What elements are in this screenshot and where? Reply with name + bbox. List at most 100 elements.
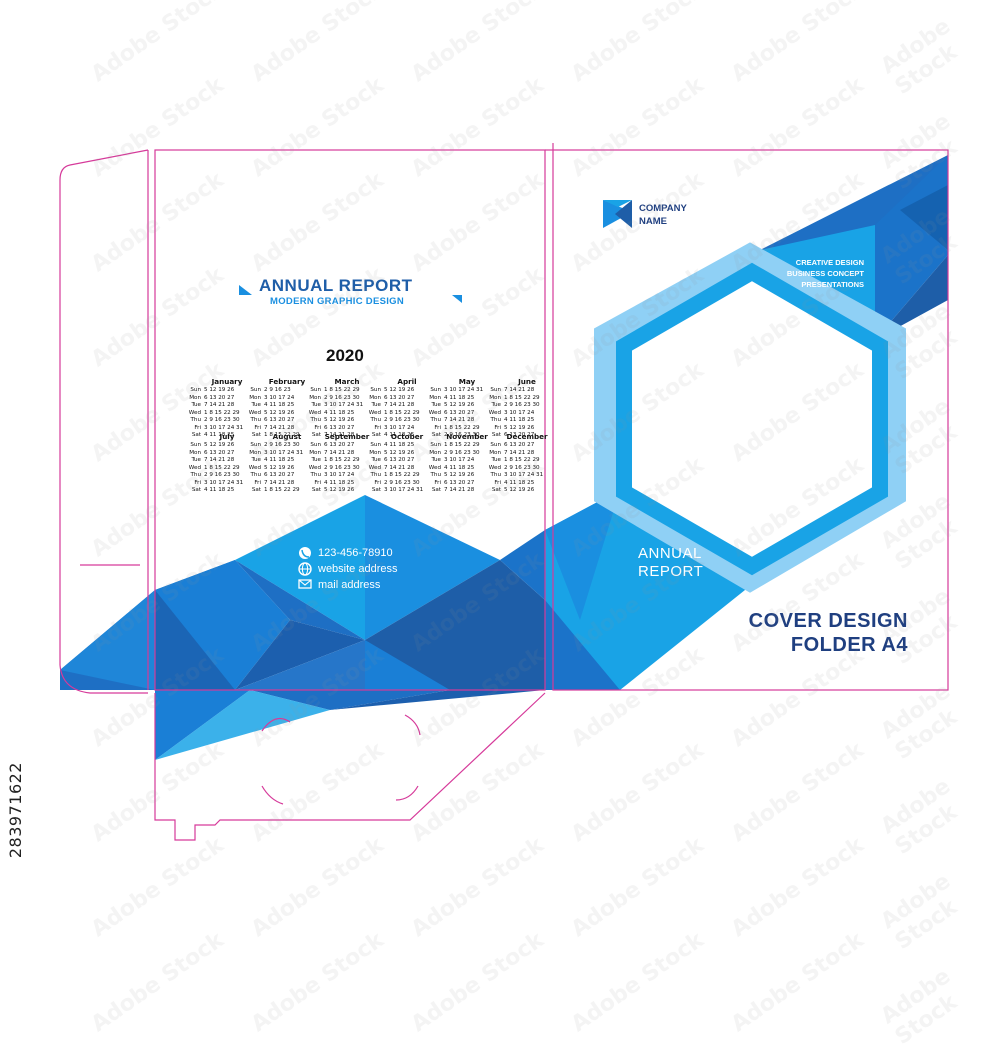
calendar-weekday: Mon xyxy=(489,449,501,456)
calendar-dates: 7 14 21 28 xyxy=(384,464,415,471)
calendar-weekday: Wed xyxy=(368,409,381,416)
calendar-month-name: May xyxy=(458,377,476,386)
calendar-dates: 3 10 17 24 xyxy=(324,472,355,478)
calendar-dates: 1 8 15 22 29 xyxy=(444,442,480,448)
folder-mockup: ANNUAL REPORT MODERN GRAPHIC DESIGN 2020… xyxy=(6,0,962,1050)
calendar-dates: 7 14 21 28 xyxy=(504,387,535,393)
calendar-weekday: Mon xyxy=(429,449,441,456)
calendar-dates: 7 14 21 28 xyxy=(204,402,235,408)
calendar-dates: 4 11 18 25 xyxy=(384,442,415,448)
calendar-weekday: Wed xyxy=(428,409,441,416)
calendar-weekday: Sun xyxy=(490,387,501,393)
calendar-dates: 4 11 18 25 xyxy=(204,487,235,493)
calendar-weekday: Sat xyxy=(311,432,321,438)
calendar-dates: 1 8 15 22 29 xyxy=(504,457,540,463)
calendar-weekday: Mon xyxy=(429,394,441,401)
calendar-weekday: Wed xyxy=(308,464,321,471)
calendar-weekday: Tue xyxy=(191,402,201,408)
calendar-year: 2020 xyxy=(326,346,364,365)
calendar-weekday: Fri xyxy=(374,479,381,486)
calendar-dates: 2 9 16 23 30 xyxy=(324,464,360,471)
calendar-dates: 6 13 20 27 xyxy=(504,442,535,448)
calendar-dates: 1 8 15 22 29 xyxy=(384,472,420,478)
calendar-dates: 2 9 16 23 30 xyxy=(504,402,540,408)
calendar-dates: 1 8 15 22 29 xyxy=(324,457,360,463)
calendar-dates: 4 11 18 25 xyxy=(384,432,415,438)
calendar-weekday: Sat xyxy=(311,487,321,493)
calendar-weekday: Thu xyxy=(430,417,441,423)
calendar-weekday: Tue xyxy=(371,402,381,408)
calendar-dates: 4 11 18 25 xyxy=(264,402,295,408)
calendar-weekday: Fri xyxy=(254,424,261,431)
calendar-dates: 7 14 21 28 xyxy=(504,449,535,456)
calendar-dates: 5 12 19 26 xyxy=(384,387,415,393)
dielines xyxy=(59,143,949,841)
calendar-dates: 2 9 16 23 30 xyxy=(204,472,240,478)
calendar-weekday: Fri xyxy=(494,479,501,486)
calendar-dates: 6 13 20 27 xyxy=(324,442,355,448)
calendar-dates: 3 10 17 24 xyxy=(504,409,535,416)
calendar-dates: 6 13 20 27 xyxy=(504,432,535,438)
calendar-weekday: Fri xyxy=(194,479,201,486)
calendar-dates: 4 11 18 25 xyxy=(444,394,475,401)
calendar-dates: 3 10 17 24 xyxy=(384,424,415,431)
calendar-weekday: Fri xyxy=(254,479,261,486)
calendar-dates: 6 13 20 27 xyxy=(444,409,475,416)
calendar-weekday: Sun xyxy=(490,442,501,448)
calendar-month-name: January xyxy=(211,377,243,386)
calendar-dates: 6 13 20 27 xyxy=(204,394,235,401)
calendar-weekday: Thu xyxy=(430,472,441,478)
back-blue-band xyxy=(60,495,545,760)
calendar-weekday: Mon xyxy=(369,394,381,401)
calendar-weekday: Sat xyxy=(491,487,501,493)
calendar-dates: 7 14 21 28 xyxy=(264,424,295,431)
calendar-weekday: Mon xyxy=(309,394,321,401)
cover-design-line2: FOLDER A4 xyxy=(790,634,908,656)
tagline-3: PRESENTATIONS xyxy=(801,280,864,289)
calendar-dates: 3 10 17 24 31 xyxy=(204,479,244,486)
calendar-dates: 2 9 16 23 30 xyxy=(264,442,300,448)
calendar-dates: 4 11 18 25 xyxy=(444,464,475,471)
calendar-month-name: April xyxy=(397,377,417,386)
mail-icon xyxy=(298,579,312,589)
calendar-weekday: Sat xyxy=(371,487,381,493)
calendar-weekday: Mon xyxy=(189,394,201,401)
tagline-1: CREATIVE DESIGN xyxy=(795,258,864,267)
calendar-dates: 3 10 17 24 xyxy=(444,457,475,463)
calendar-weekday: Sat xyxy=(431,487,441,493)
globe-icon xyxy=(298,562,312,576)
calendar-dates: 1 8 15 22 29 xyxy=(504,394,540,401)
calendar-dates: 2 9 16 23 30 xyxy=(444,432,480,438)
